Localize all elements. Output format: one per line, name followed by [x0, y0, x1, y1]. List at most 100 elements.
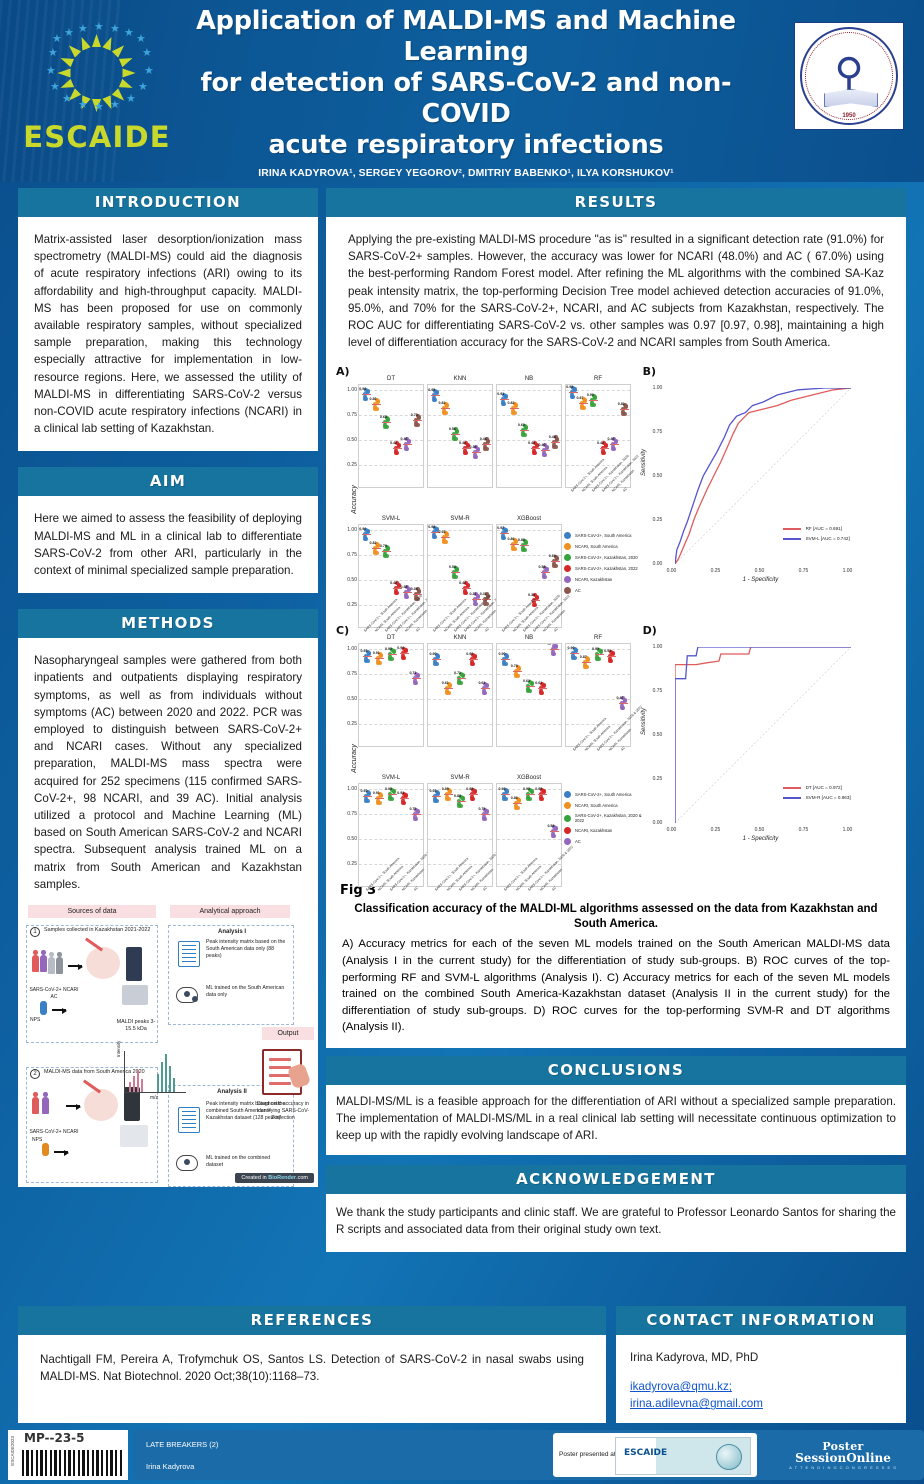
aim-heading: AIM — [18, 467, 318, 497]
facet-title: SVM-L — [381, 775, 401, 782]
data-point — [521, 432, 526, 437]
data-point-label: 0.95 — [385, 647, 392, 652]
data-point — [529, 681, 534, 686]
gridline — [359, 390, 423, 392]
data-point — [481, 690, 486, 695]
escaide-card-text: ESCAIDE — [624, 1448, 668, 1458]
mean-marker — [480, 814, 490, 815]
legend-swatch — [564, 543, 571, 551]
mean-marker — [413, 420, 423, 421]
data-point — [541, 790, 546, 795]
data-point — [569, 395, 574, 400]
gridline — [566, 698, 630, 700]
gridline — [428, 415, 492, 417]
roc-legend-label: SVM-R [AUC = 0.963] — [805, 795, 851, 801]
data-point — [517, 799, 522, 804]
data-point-label: 0.79 — [379, 544, 387, 549]
data-point — [481, 814, 486, 819]
data-point — [534, 595, 539, 600]
roc-legend-item: SVM-R [AUC = 0.963] — [782, 795, 851, 801]
data-point-label: 0.96 — [359, 527, 367, 532]
data-point — [505, 655, 510, 660]
gridline — [566, 723, 630, 725]
data-point — [446, 681, 451, 686]
legend-label: AC — [575, 588, 581, 594]
data-point — [598, 650, 603, 655]
data-point — [445, 797, 450, 802]
data-point — [552, 824, 557, 829]
spectrum-axes — [124, 1051, 186, 1094]
star-icon: ★ — [126, 93, 136, 105]
y-tick-label: 0.50 — [347, 576, 357, 583]
data-point — [363, 659, 368, 664]
escaide-sun-icon: ★★★★★★★★★★★★★★★★★★ — [46, 22, 154, 114]
data-point — [574, 649, 579, 654]
methods-workflow-figure: Sources of data Analytical approach Outp… — [18, 899, 318, 1188]
data-point — [393, 448, 398, 453]
roc-y-tick: 0.50 — [652, 473, 663, 480]
data-point-label: 0.91 — [372, 791, 380, 796]
contact-email-2[interactable]: irina.adilevna@gmail.com — [630, 1397, 763, 1411]
conclusions-heading: CONCLUSIONS — [326, 1055, 906, 1085]
poster-id: MP--23-5 — [24, 1431, 85, 1445]
source-2-title: MALDI-MS data from South America 2020 — [44, 1069, 145, 1076]
data-point — [390, 647, 394, 652]
mean-marker — [620, 409, 630, 410]
data-point — [390, 787, 394, 792]
data-point — [452, 574, 457, 579]
data-point — [416, 810, 421, 815]
mean-marker — [471, 451, 481, 453]
data-point — [383, 554, 388, 559]
mean-marker — [430, 532, 440, 534]
postersessiononline-logo[interactable]: Poster SessionOnline A T T E N D I N G C… — [770, 1430, 916, 1480]
gridline — [497, 439, 561, 441]
analytical-approach-header: Analytical approach — [170, 905, 290, 919]
data-point — [524, 425, 529, 430]
y-tick-label: 0.25 — [347, 601, 357, 608]
data-point — [610, 652, 615, 657]
data-point — [455, 567, 460, 572]
page-title: Application of MALDI-MS and Machine Lear… — [176, 6, 756, 161]
data-point — [393, 590, 398, 595]
data-point — [433, 525, 438, 530]
legend-swatch — [564, 802, 571, 810]
mean-marker — [468, 659, 478, 661]
data-point — [522, 423, 527, 428]
legend-item: SARS-CoV-2+, Kazakhstan, 2020 & 2022 — [564, 813, 650, 823]
mean-marker — [568, 392, 578, 394]
data-point — [510, 545, 515, 549]
roc-y-tick: 0.25 — [652, 776, 663, 783]
data-point — [372, 407, 377, 412]
y-tick-label: 0.25 — [347, 461, 357, 468]
data-point — [501, 660, 506, 665]
data-point-label: 0.61 — [441, 681, 449, 685]
data-point — [436, 792, 441, 797]
data-point-label: 0.91 — [497, 392, 505, 397]
data-point — [550, 650, 555, 655]
data-point-label: 0.68 — [379, 415, 387, 420]
gridline — [428, 649, 492, 651]
data-point-label: 0.42 — [390, 580, 398, 585]
legend-item: SARS-CoV-2+, South America — [564, 791, 650, 799]
data-point — [363, 799, 368, 804]
data-point — [474, 592, 479, 597]
legend-swatch — [564, 838, 571, 846]
data-point — [471, 652, 476, 657]
analysis-1-title: Analysis I — [217, 929, 246, 936]
gridline — [359, 698, 423, 700]
data-point — [526, 797, 531, 802]
facet-title: SVM-R — [450, 775, 470, 782]
data-point — [431, 535, 436, 540]
nps-swab-icon-1 — [40, 1001, 47, 1016]
roc-legend: DT [AUC = 0.972]SVM-R [AUC = 0.963] — [782, 785, 851, 805]
data-point — [459, 804, 463, 809]
analysis-2-box — [168, 1085, 294, 1188]
data-point — [383, 425, 388, 430]
contact-email-1[interactable]: ikadyrova@qmu.kz; — [630, 1380, 732, 1394]
data-point — [365, 390, 370, 395]
data-point — [446, 787, 451, 792]
